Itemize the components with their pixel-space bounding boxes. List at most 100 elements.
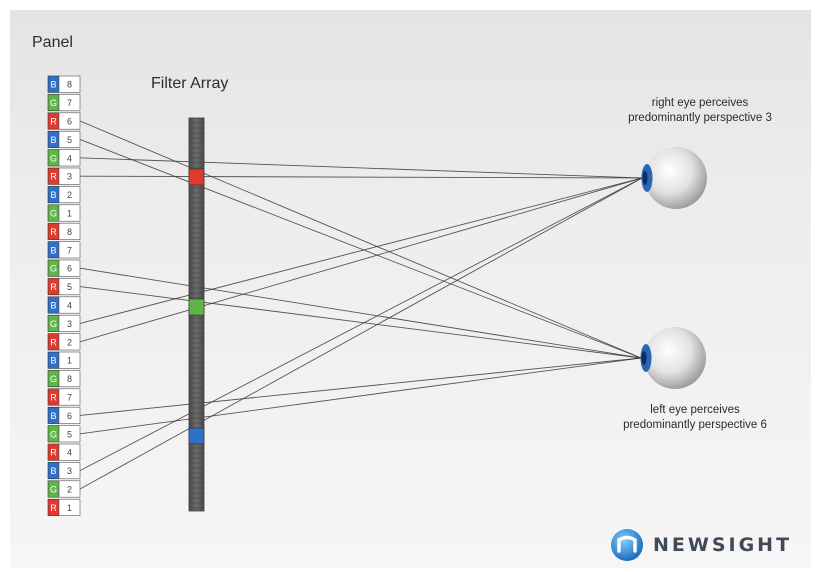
panel-cell-number-box <box>58 186 81 204</box>
panel-cell-number: 6 <box>67 411 72 421</box>
panel-cell-number: 2 <box>67 337 72 347</box>
ray-line <box>79 177 643 343</box>
panel-cell-color-letter: B <box>50 466 56 476</box>
right-eyeball <box>645 147 707 209</box>
panel-cell-number: 8 <box>67 227 72 237</box>
panel-cell-number: 5 <box>67 282 72 292</box>
panel-cell-color-letter: B <box>50 135 56 145</box>
left-eyeball <box>644 327 706 389</box>
left-eye-icon <box>640 327 706 389</box>
panel-cell-number: 3 <box>67 466 72 476</box>
ray-line <box>79 286 642 359</box>
panel-cell-number-box <box>58 351 81 369</box>
ray-line <box>79 177 643 324</box>
panel-cell-number-box <box>58 222 81 240</box>
newsight-logo-text: NEWSIGHT <box>653 534 793 556</box>
panel-cell-number-box <box>58 75 81 93</box>
panel-cell-number: 7 <box>67 393 72 403</box>
panel-cell-number-box <box>58 130 81 148</box>
panel-cell-number-box <box>58 406 81 424</box>
panel-cell-color-letter: B <box>50 356 56 366</box>
ray-line <box>79 120 642 359</box>
filter-opening <box>188 298 205 316</box>
left-eye-label-line-1: left eye perceives <box>650 404 740 416</box>
panel-cell-number-box <box>58 278 81 296</box>
filter-opening <box>188 168 205 186</box>
panel-cell-color-letter: B <box>50 80 56 90</box>
panel-cell-color-letter: R <box>50 448 57 458</box>
eyes <box>640 147 707 389</box>
panel-cell-color-letter: R <box>50 117 57 127</box>
right-eye-pupil <box>642 171 648 185</box>
panel-cell-number-box <box>58 498 81 516</box>
ray-line <box>79 267 642 359</box>
filter-array-title: Filter Array <box>151 75 229 92</box>
diagram-background <box>10 10 811 568</box>
left-eye-label: left eye perceives predominantly perspec… <box>580 403 810 433</box>
panel-cell-color-letter: R <box>50 172 57 182</box>
panel-cell-number-box <box>58 94 81 112</box>
ray-line <box>79 177 643 471</box>
panel-cell-color-letter: R <box>50 393 57 403</box>
panel-cell-color-letter: G <box>50 429 57 439</box>
panel-cell-number-box <box>58 462 81 480</box>
panel-cell-number-box <box>58 149 81 167</box>
panel-cell-color-letter: G <box>50 264 57 274</box>
panel-cell-color-letter: G <box>50 153 57 163</box>
panel-cell-number: 6 <box>67 117 72 127</box>
ray-line <box>79 175 643 179</box>
newsight-logo: NEWSIGHT <box>609 527 804 563</box>
panel-cell-color-letter: R <box>50 282 57 292</box>
panel-cell-color-letter: B <box>50 411 56 421</box>
panel-cell-number-box <box>58 333 81 351</box>
panel-cell-number: 2 <box>67 485 72 495</box>
panel-cell-color-letter: G <box>50 98 57 108</box>
left-eye-pupil <box>641 351 647 365</box>
panel-cell-number-box <box>58 259 81 277</box>
filter-array <box>188 117 205 512</box>
panel-cell-number: 7 <box>67 98 72 108</box>
panel-cell-color-letter: B <box>50 245 56 255</box>
panel-cell-color-letter: G <box>50 374 57 384</box>
panel-cell-number: 5 <box>67 429 72 439</box>
panel-cell-number-box <box>58 425 81 443</box>
panel-cell-number: 6 <box>67 264 72 274</box>
panel-cell-color-letter: G <box>50 319 57 329</box>
panel-cell-number: 4 <box>67 301 72 311</box>
panel-cell-color-letter: R <box>50 227 57 237</box>
panel-cell-color-letter: B <box>50 190 56 200</box>
panel-cell-number: 1 <box>67 356 72 366</box>
panel-cell-color-letter: G <box>50 485 57 495</box>
left-eye-label-line-2: predominantly perspective 6 <box>623 419 767 431</box>
panel-cell-number-box <box>58 241 81 259</box>
right-eye-icon <box>641 147 707 209</box>
ray-line <box>79 357 642 435</box>
right-eye-label-line-2: predominantly perspective 3 <box>628 112 772 124</box>
newsight-logo-icon <box>611 529 643 561</box>
light-rays <box>79 120 643 490</box>
panel-cell-number: 5 <box>67 135 72 145</box>
panel-cell-number: 8 <box>67 374 72 384</box>
ray-line <box>79 157 643 179</box>
panel-cell-number: 1 <box>67 503 72 513</box>
